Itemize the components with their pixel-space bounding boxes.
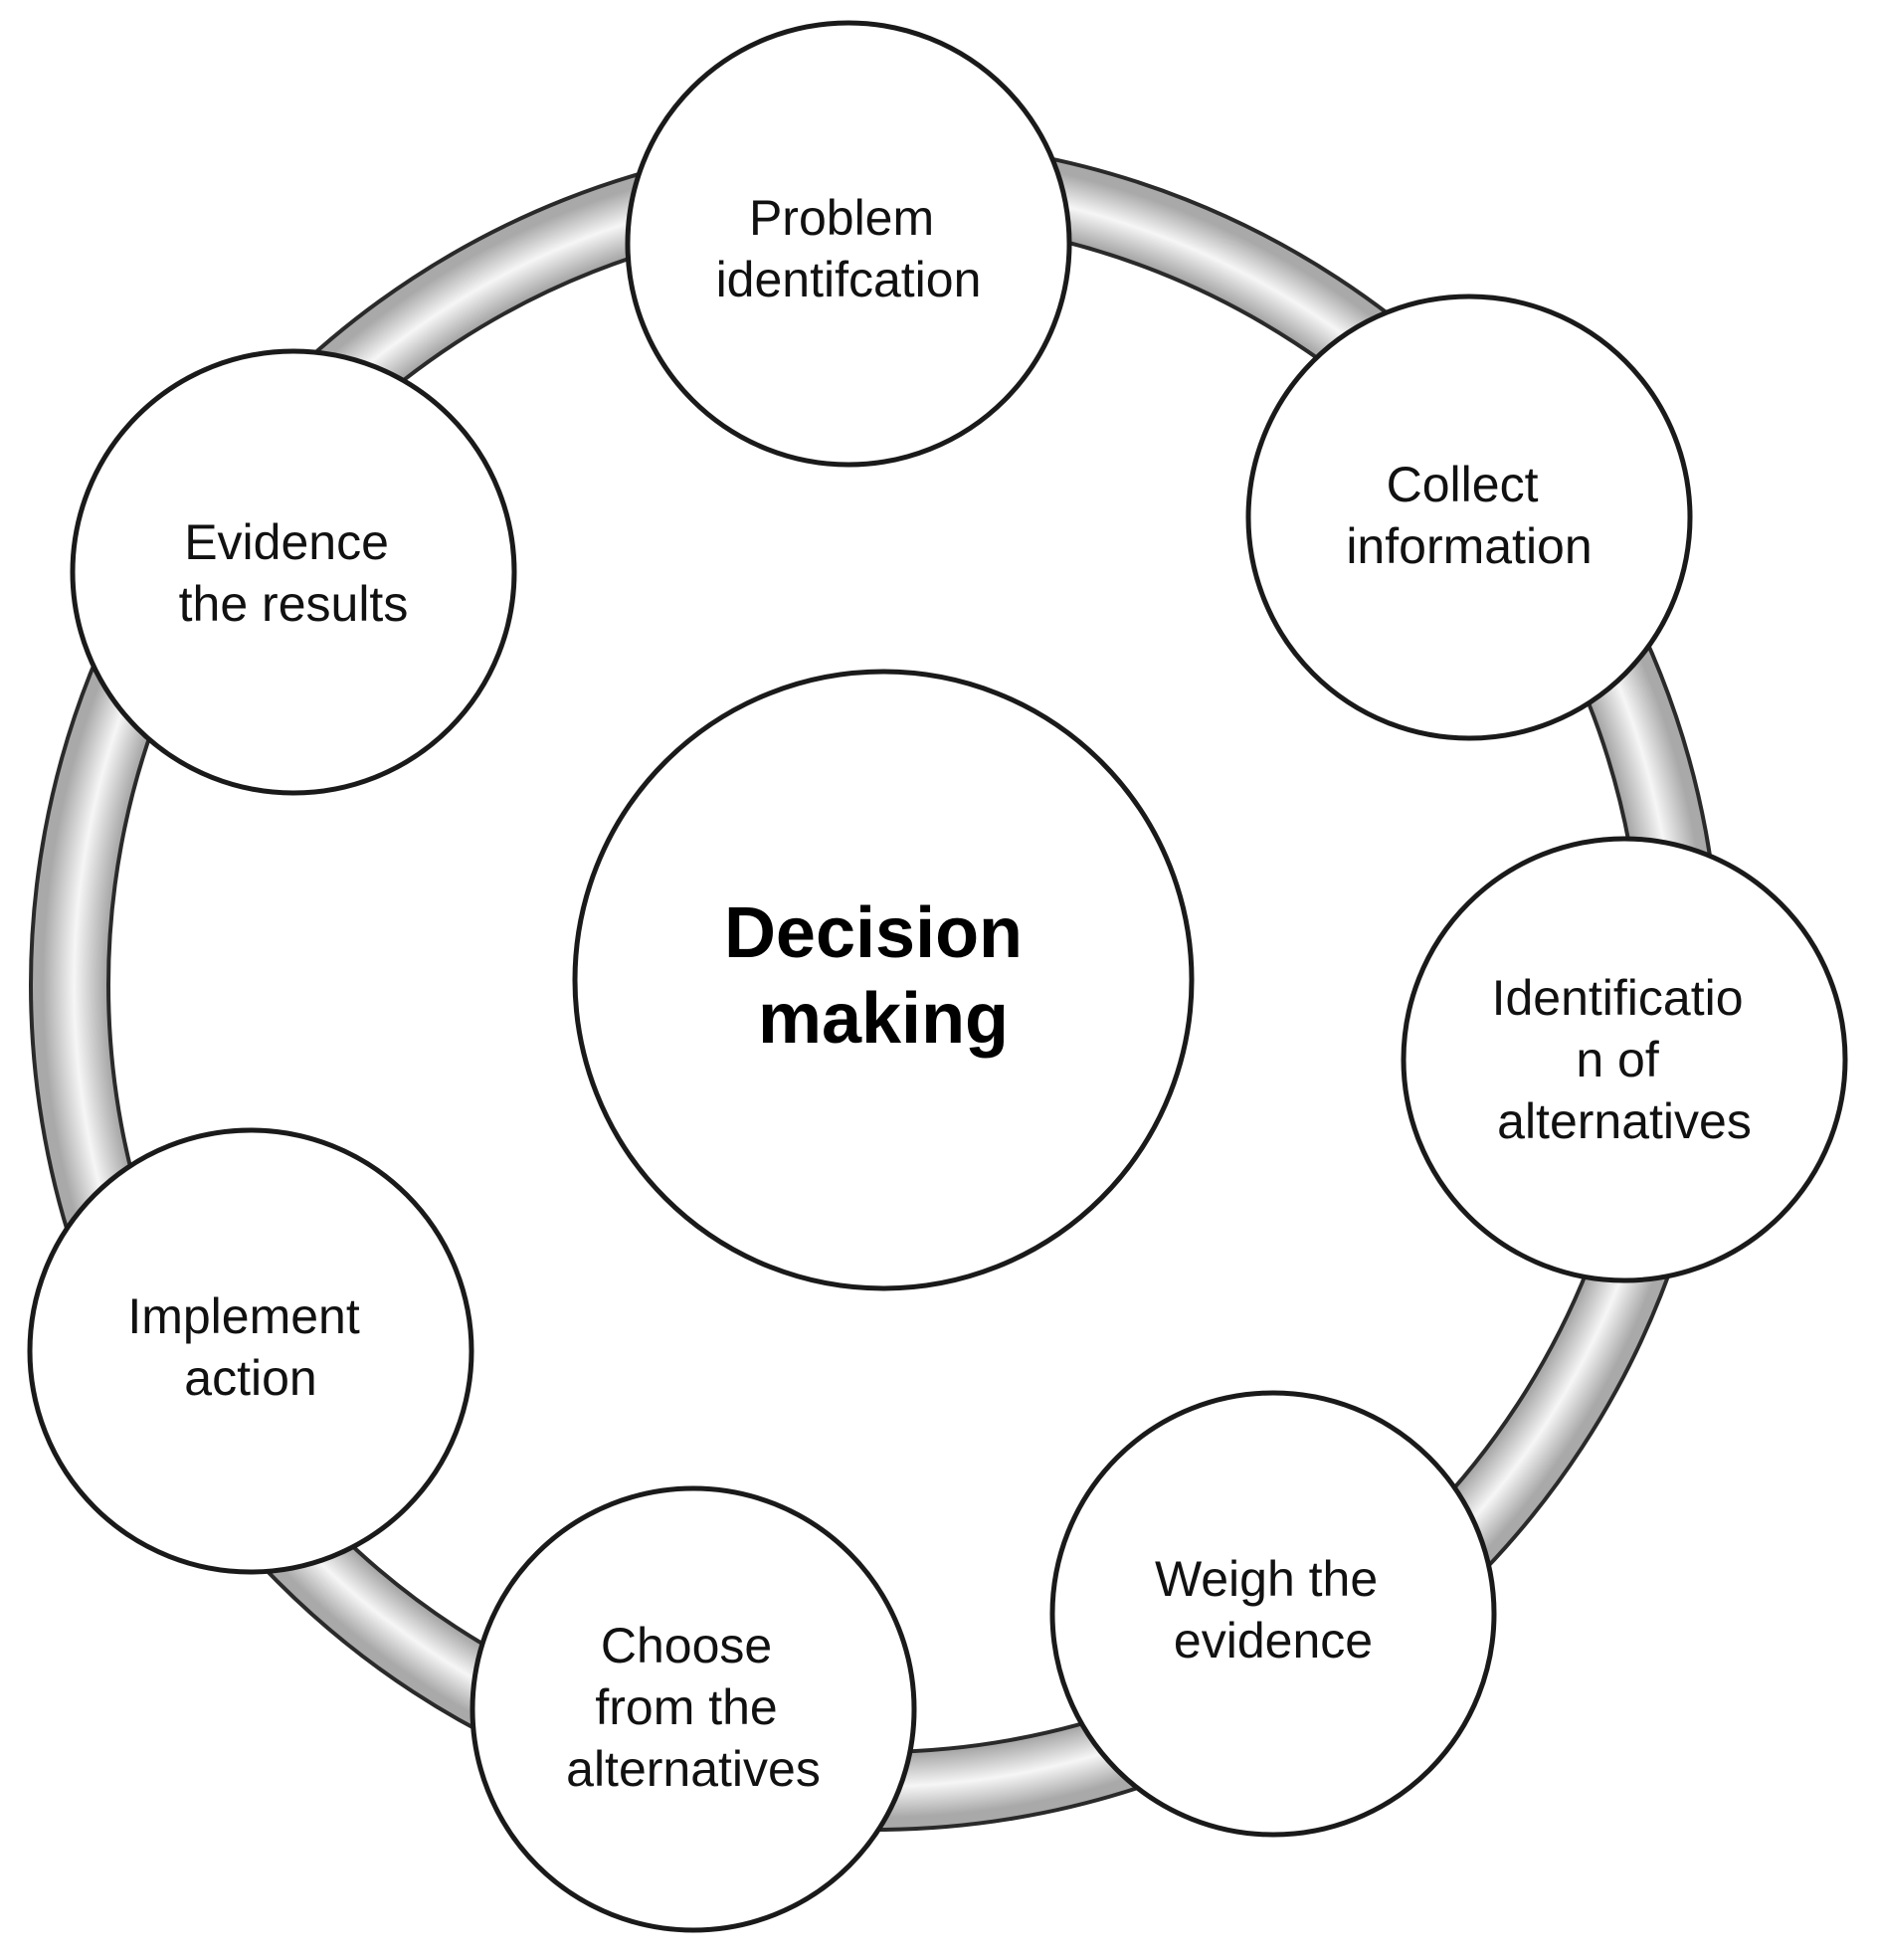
step-circle	[1245, 294, 1693, 741]
step-label-line: the results	[179, 576, 409, 632]
center-label-line: Decision	[724, 893, 1023, 973]
step-choose-from-the-alternatives: Choose from the alternatives	[470, 1485, 917, 1933]
step-label: Problem identifcation	[716, 190, 982, 307]
step-evidence-the-results: Evidence the results	[70, 348, 517, 796]
step-label-line: from the	[595, 1679, 777, 1735]
step-label-line: Collect	[1387, 457, 1539, 512]
step-problem-identification: Problem identifcation	[625, 20, 1072, 468]
step-label: Identificatio n of alternatives	[1492, 970, 1758, 1149]
step-weigh-the-evidence: Weigh the evidence	[1049, 1390, 1497, 1838]
center-label: Decision making	[724, 893, 1042, 1059]
step-label-line: Problem	[749, 190, 934, 246]
step-label-line: Evidence	[184, 514, 389, 570]
step-label: Implement action	[127, 1288, 373, 1406]
step-label-line: Choose	[601, 1618, 772, 1673]
step-circle	[625, 20, 1072, 468]
step-circle	[1049, 1390, 1497, 1838]
step-implement-action: Implement action	[27, 1127, 474, 1575]
step-label-line: identifcation	[716, 252, 982, 307]
center-label-line: making	[758, 979, 1009, 1059]
center-node: Decision making	[572, 669, 1195, 1291]
step-identification-of-alternatives: Identificatio n of alternatives	[1401, 836, 1848, 1283]
step-label: Evidence the results	[179, 514, 409, 632]
step-label-line: alternatives	[1497, 1093, 1752, 1149]
step-label: Choose from the alternatives	[566, 1618, 821, 1797]
center-circle	[572, 669, 1195, 1291]
step-label-line: Implement	[127, 1288, 360, 1344]
step-circle	[1401, 836, 1848, 1283]
step-label-line: information	[1346, 518, 1592, 574]
step-label-line: Weigh the	[1155, 1551, 1378, 1607]
step-circle	[70, 348, 517, 796]
step-label-line: alternatives	[566, 1741, 821, 1797]
step-label-line: action	[184, 1350, 316, 1406]
step-collect-information: Collect information	[1245, 294, 1693, 741]
step-label-line: Identificatio	[1492, 970, 1744, 1026]
step-label-line: evidence	[1174, 1613, 1373, 1668]
step-circle	[27, 1127, 474, 1575]
step-label: Weigh the evidence	[1155, 1551, 1392, 1668]
step-label-line: n of	[1576, 1032, 1659, 1087]
step-label: Collect information	[1346, 457, 1592, 574]
step-circle	[470, 1485, 917, 1933]
